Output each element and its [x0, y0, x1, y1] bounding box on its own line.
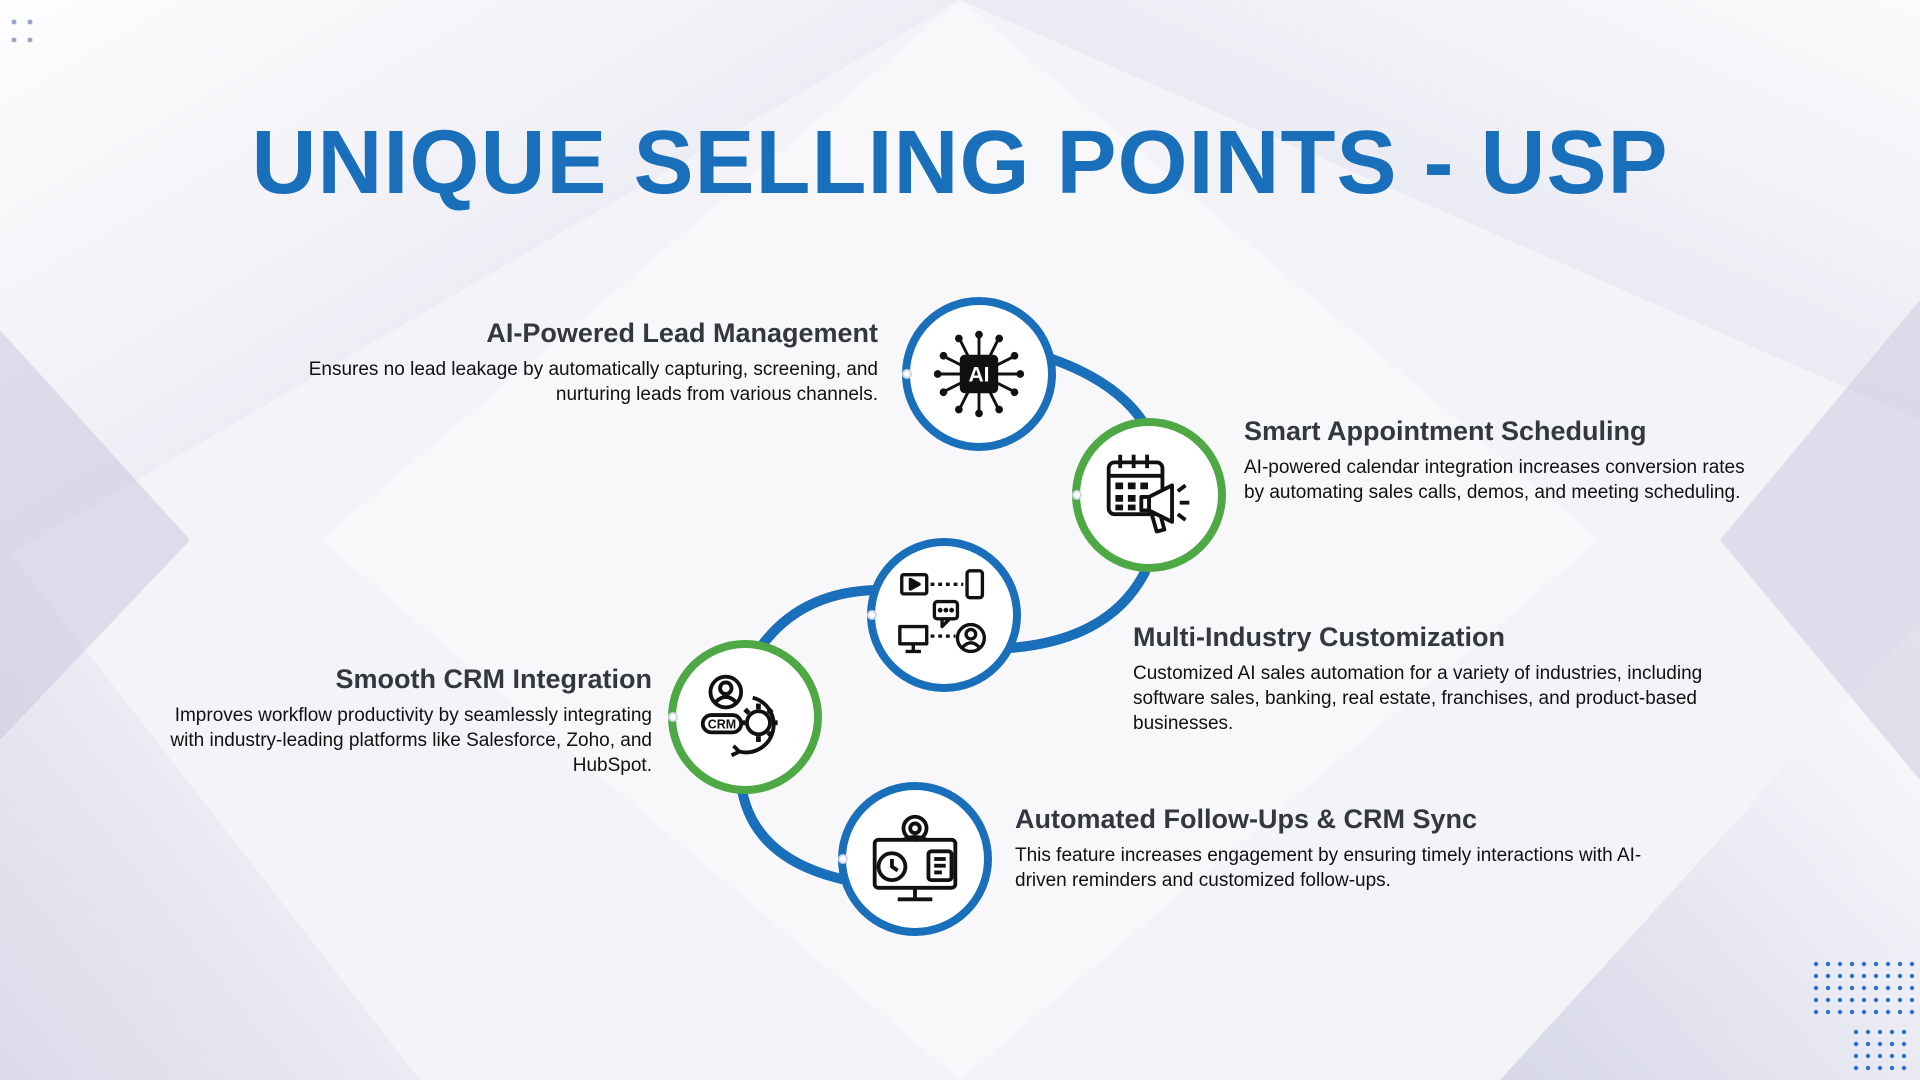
page-title: UNIQUE SELLING POINTS - USP [251, 113, 1669, 213]
crm-gear-icon: CRM [700, 674, 778, 758]
monitor-sync-icon [872, 814, 958, 902]
usp-crm-integration: Smooth CRM Integration Improves workflow… [160, 664, 652, 778]
node-connector-dot [838, 854, 848, 864]
node-connector-dot [1072, 490, 1082, 500]
corner-dots-top-left [11, 19, 33, 43]
usp-node-multi-industry [867, 538, 1021, 692]
usp-node-crm: CRM [668, 640, 822, 794]
usp-node-follow-ups [838, 782, 992, 936]
omnichannel-icon [898, 569, 986, 654]
usp-node-scheduling [1072, 418, 1226, 572]
usp-heading: AI-Powered Lead Management [486, 318, 878, 348]
ai-chip-icon: AI [933, 330, 1025, 418]
usp-description: This feature increases engagement by ens… [1015, 845, 1642, 891]
usp-description: Ensures no lead leakage by automatically… [308, 359, 878, 405]
usp-heading: Automated Follow-Ups & CRM Sync [1015, 804, 1478, 834]
svg-text:CRM: CRM [708, 718, 736, 732]
calendar-megaphone-icon [1106, 454, 1190, 534]
usp-follow-ups: Automated Follow-Ups & CRM Sync This fea… [1015, 804, 1655, 893]
usp-heading: Smart Appointment Scheduling [1244, 416, 1647, 446]
node-connector-dot [867, 610, 877, 620]
usp-description: AI-powered calendar integration increase… [1244, 457, 1745, 503]
svg-text:AI: AI [968, 364, 989, 387]
usp-smart-scheduling: Smart Appointment Scheduling AI-powered … [1244, 416, 1764, 505]
usp-heading: Multi-Industry Customization [1133, 622, 1505, 652]
node-connector-dot [902, 369, 912, 379]
usp-node-ai: AI [902, 297, 1056, 451]
usp-description: Improves workflow productivity by seamle… [170, 705, 652, 776]
usp-multi-industry: Multi-Industry Customization Customized … [1133, 622, 1733, 736]
usp-description: Customized AI sales automation for a var… [1133, 663, 1703, 734]
corner-dots-bottom-right [1813, 961, 1915, 1071]
usp-heading: Smooth CRM Integration [335, 664, 652, 694]
usp-ai-lead-management: AI-Powered Lead Management Ensures no le… [300, 318, 878, 407]
node-connector-dot [668, 712, 678, 722]
